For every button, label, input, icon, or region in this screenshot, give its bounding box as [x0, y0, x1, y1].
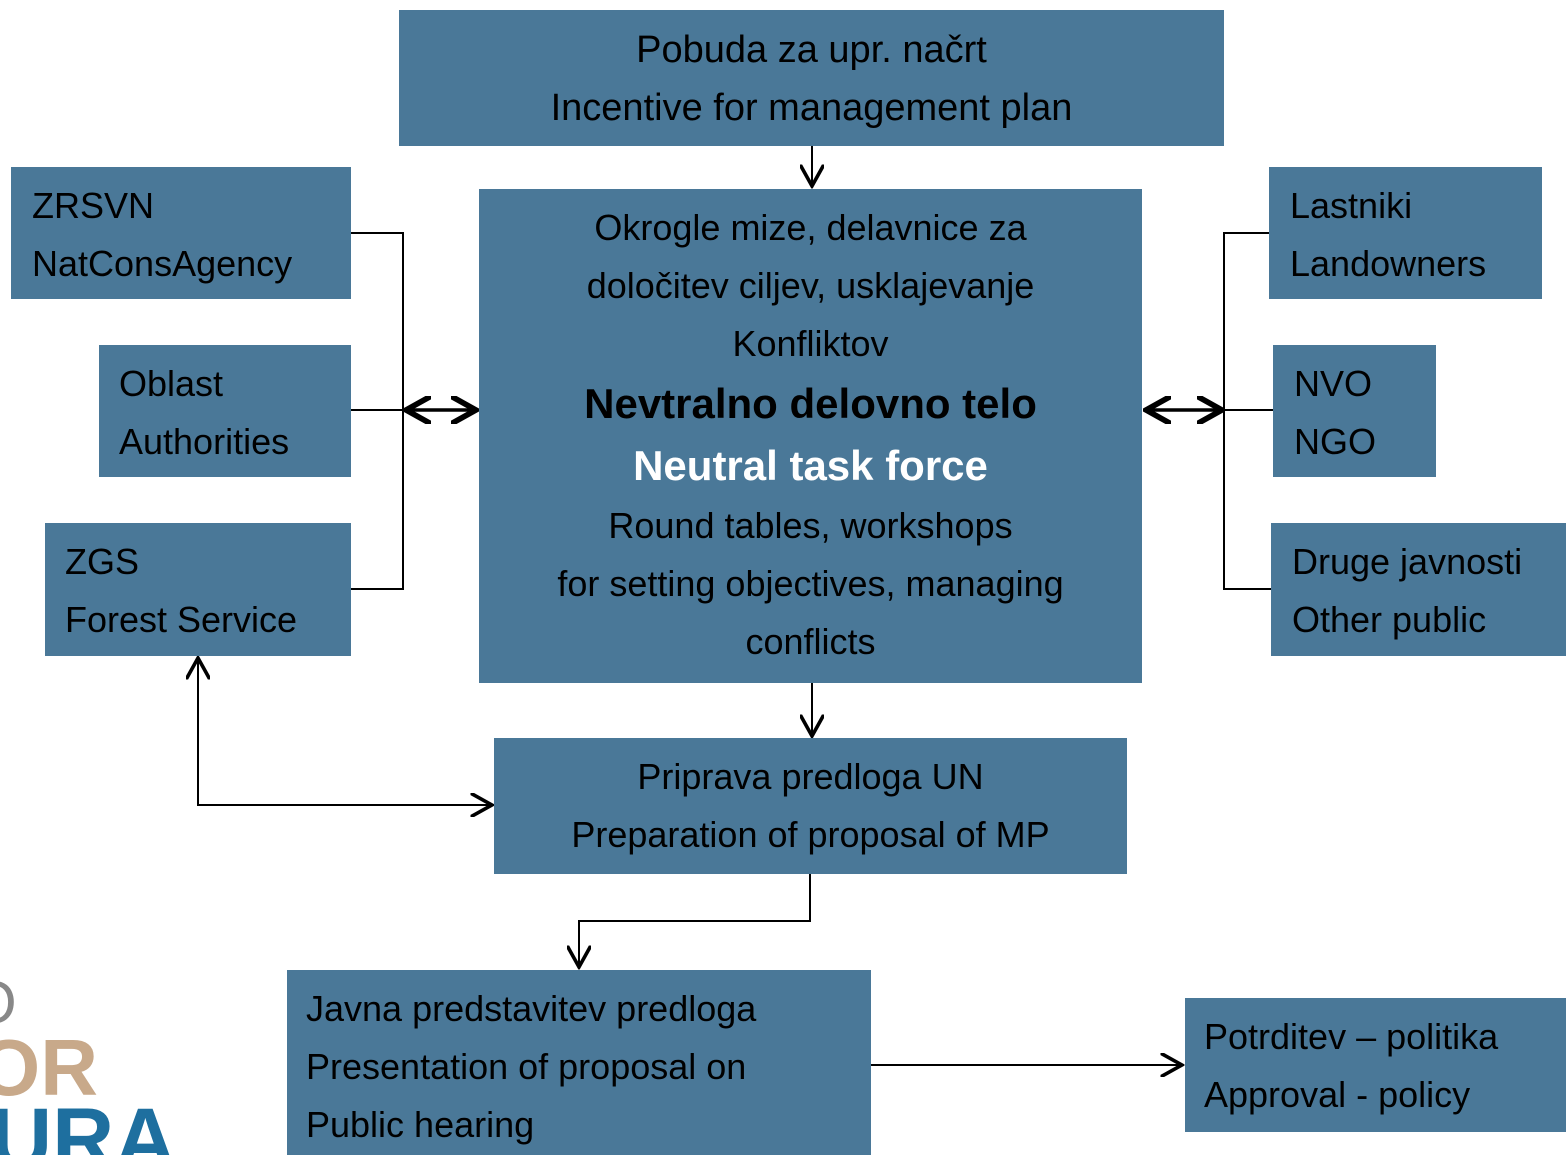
node-javna-line3: Public hearing	[306, 1104, 535, 1145]
node-center-line4: Round tables, workshops	[608, 505, 1013, 546]
node-center-line6: conflicts	[745, 621, 876, 662]
node-oblast-line2: Authorities	[119, 421, 290, 462]
node-center-line1: Okrogle mize, delavnice za	[594, 207, 1027, 248]
node-javna: Javna predstavitev predloga Presentation…	[287, 970, 871, 1155]
node-center: Okrogle mize, delavnice za določitev cil…	[479, 189, 1142, 683]
node-zgs-line2: Forest Service	[65, 599, 298, 640]
node-lastniki-line2: Landowners	[1290, 243, 1487, 284]
logo-letters-or: OR	[0, 1023, 98, 1112]
logo: O OR URA	[0, 960, 230, 1155]
node-potrditev-line2: Approval - policy	[1204, 1074, 1471, 1115]
node-javna-line1: Javna predstavitev predloga	[306, 988, 757, 1029]
node-nvo: NVO NGO	[1273, 345, 1436, 477]
edge-priprava-to-javna	[579, 874, 811, 967]
node-center-bold2: Neutral task force	[633, 442, 988, 489]
node-zrsvn-line2: NatConsAgency	[32, 243, 293, 284]
edge-zgs-priprava	[198, 658, 492, 805]
node-druge-line1: Druge javnosti	[1292, 541, 1523, 582]
node-center-bold1: Nevtralno delovno telo	[584, 380, 1037, 427]
node-lastniki-line1: Lastniki	[1290, 185, 1413, 226]
node-lastniki: Lastniki Landowners	[1269, 167, 1542, 299]
node-zrsvn: ZRSVN NatConsAgency	[11, 167, 351, 299]
node-javna-line2: Presentation of proposal on	[306, 1046, 747, 1087]
node-druge: Druge javnosti Other public	[1271, 523, 1566, 656]
node-center-line2: določitev ciljev, usklajevanje	[586, 265, 1035, 306]
node-incentive: Pobuda za upr. načrt Incentive for manag…	[399, 10, 1224, 146]
node-center-line3: Konfliktov	[732, 323, 889, 364]
node-potrditev: Potrditev – politika Approval - policy	[1185, 998, 1566, 1132]
node-center-line5: for setting objectives, managing	[557, 563, 1064, 604]
node-priprava-line2: Preparation of proposal of MP	[571, 814, 1050, 855]
node-nvo-line2: NGO	[1294, 421, 1377, 462]
node-zrsvn-line1: ZRSVN	[32, 185, 155, 226]
node-priprava-line1: Priprava predloga UN	[637, 756, 984, 797]
node-nvo-line1: NVO	[1294, 363, 1373, 404]
node-incentive-line2: Incentive for management plan	[550, 87, 1073, 129]
node-incentive-line1: Pobuda za upr. načrt	[636, 29, 987, 71]
node-oblast-line1: Oblast	[119, 363, 224, 404]
node-potrditev-line1: Potrditev – politika	[1204, 1016, 1499, 1057]
node-zgs: ZGS Forest Service	[45, 523, 351, 656]
logo-letter-o: O	[0, 968, 17, 1037]
node-priprava: Priprava predloga UN Preparation of prop…	[494, 738, 1127, 874]
node-zgs-line1: ZGS	[65, 541, 140, 582]
logo-letters-ura: URA	[0, 1091, 177, 1155]
node-oblast: Oblast Authorities	[99, 345, 351, 477]
node-druge-line2: Other public	[1292, 599, 1487, 640]
